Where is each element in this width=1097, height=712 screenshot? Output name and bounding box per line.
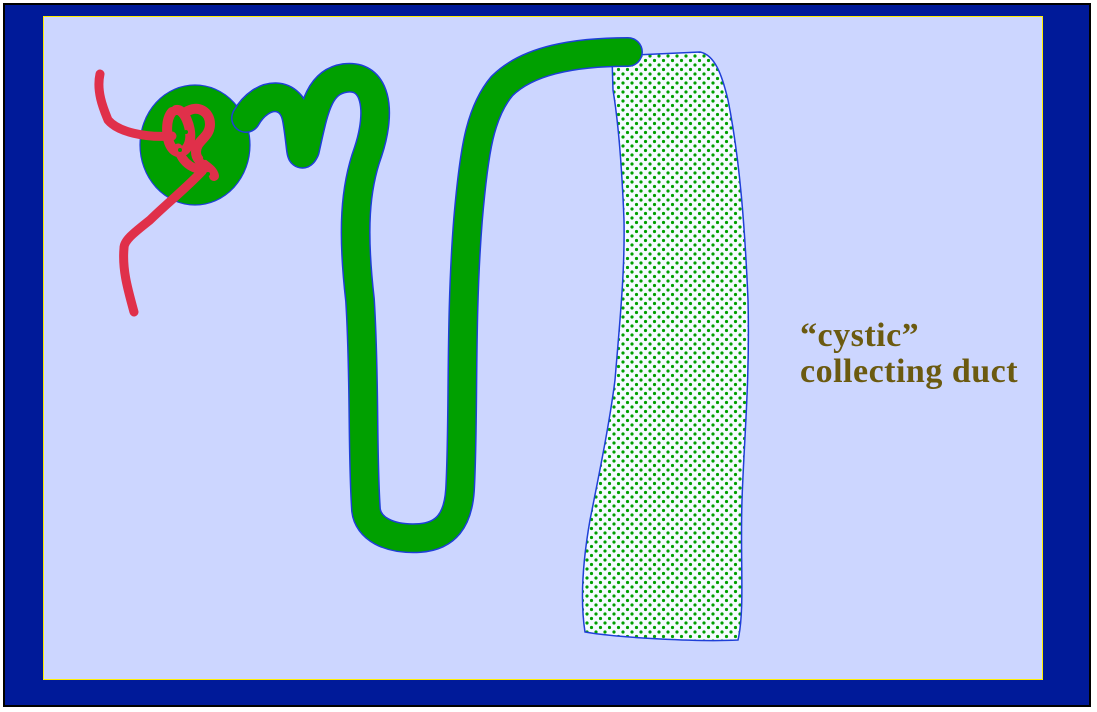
renal-tubule-fill [246,52,628,538]
caption-line-2: collecting duct [800,354,1018,390]
collecting-duct [583,52,749,641]
cystic-collecting-duct-label: “cystic” collecting duct [800,318,1018,389]
caption-line-1: “cystic” [800,318,1018,354]
